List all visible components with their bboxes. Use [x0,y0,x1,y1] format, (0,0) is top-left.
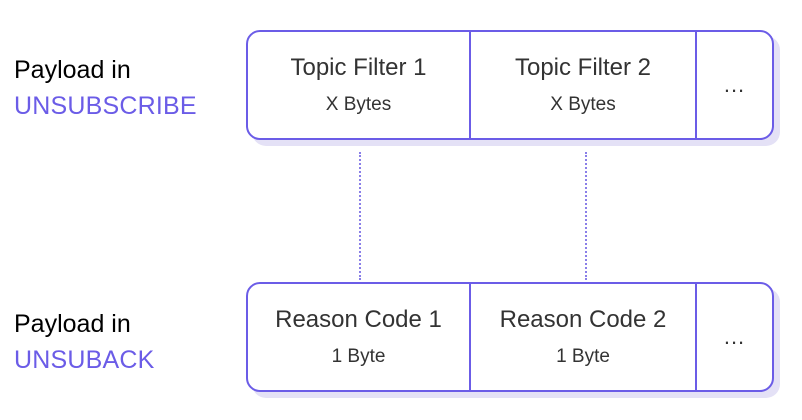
reason-code-2-size: 1 Byte [556,346,610,367]
topic-filter-1-size: X Bytes [325,94,392,115]
reason-code-1-title: Reason Code 1 [275,306,442,333]
topic-filter-1-title: Topic Filter 1 [290,54,427,81]
topic-filter-2-size: X Bytes [550,94,616,115]
topic-filter-1-cell: Topic Filter 1 X Bytes [248,32,471,138]
unsuback-label-line1: Payload in [14,310,131,338]
unsubscribe-payload-row: Topic Filter 1 X Bytes Topic Filter 2 X … [246,30,774,140]
topic-filter-2-title: Topic Filter 2 [514,54,652,81]
unsuback-payload-row: Reason Code 1 1 Byte Reason Code 2 1 Byt… [246,282,774,392]
unsubscribe-label-packet-name: UNSUBSCRIBE [14,92,197,120]
reason-code-2-title: Reason Code 2 [499,306,667,333]
unsuback-payload-label: Payload in UNSUBACK [14,312,155,373]
dotted-connector-1 [359,152,361,280]
unsubscribe-payload-label: Payload in UNSUBSCRIBE [14,58,197,119]
unsubscribe-ellipsis: ... [723,72,746,97]
unsuback-label-packet-name: UNSUBACK [14,346,155,374]
unsubscribe-more-cell: ... [697,32,772,138]
unsubscribe-label-line1: Payload in [14,56,131,84]
unsuback-ellipsis: ... [723,324,746,349]
reason-code-2-cell: Reason Code 2 1 Byte [471,284,697,390]
reason-code-1-size: 1 Byte [331,346,386,367]
reason-code-1-cell: Reason Code 1 1 Byte [248,284,471,390]
unsuback-more-cell: ... [697,284,772,390]
topic-filter-2-cell: Topic Filter 2 X Bytes [471,32,697,138]
dotted-connector-2 [585,152,587,280]
